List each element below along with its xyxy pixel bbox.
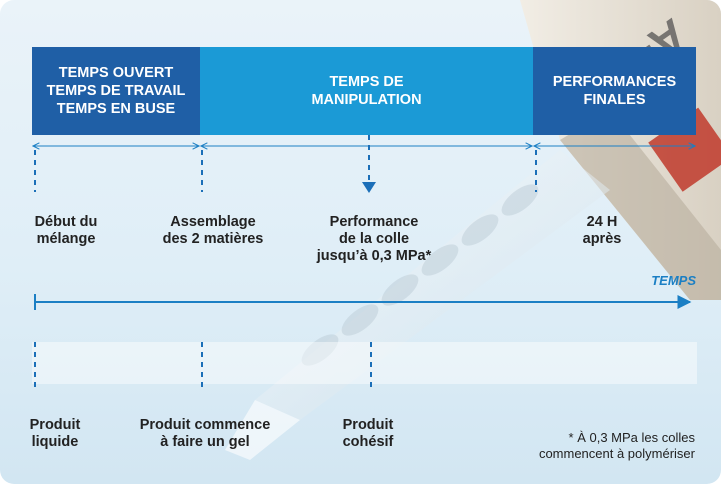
state-dashes-lower: [34, 342, 372, 390]
milestone-glue-performance: Performance de la colle jusqu’à 0,3 MPa*: [316, 214, 432, 264]
phase-label: TEMPS DE MANIPULATION: [311, 74, 422, 108]
state-cohesive: Produit cohésif: [342, 417, 394, 450]
state-gel: Produit commence à faire un gel: [139, 417, 271, 450]
milestone-24h: 24 H après: [582, 214, 622, 247]
phase-label: TEMPS OUVERT TEMPS DE TRAVAIL TEMPS EN B…: [46, 65, 186, 117]
footnote: * À 0,3 MPa les colles commencent à poly…: [538, 430, 695, 461]
milestone-dashes-upper: [34, 150, 537, 192]
phase-label: PERFORMANCES FINALES: [552, 74, 677, 108]
milestone-mix-start: Début du mélange: [34, 214, 98, 247]
phase-band-final-performance: PERFORMANCES FINALES: [533, 47, 696, 135]
state-liquid: Produit liquide: [29, 417, 81, 450]
phase-band-handling-time: TEMPS DE MANIPULATION: [200, 47, 533, 135]
handling-arrowhead: [362, 182, 376, 193]
time-axis-label: TEMPS: [651, 273, 696, 288]
phase-band-open-time: TEMPS OUVERT TEMPS DE TRAVAIL TEMPS EN B…: [32, 47, 200, 135]
lower-band: [32, 342, 697, 384]
milestone-assembly: Assemblage des 2 matières: [162, 214, 264, 247]
